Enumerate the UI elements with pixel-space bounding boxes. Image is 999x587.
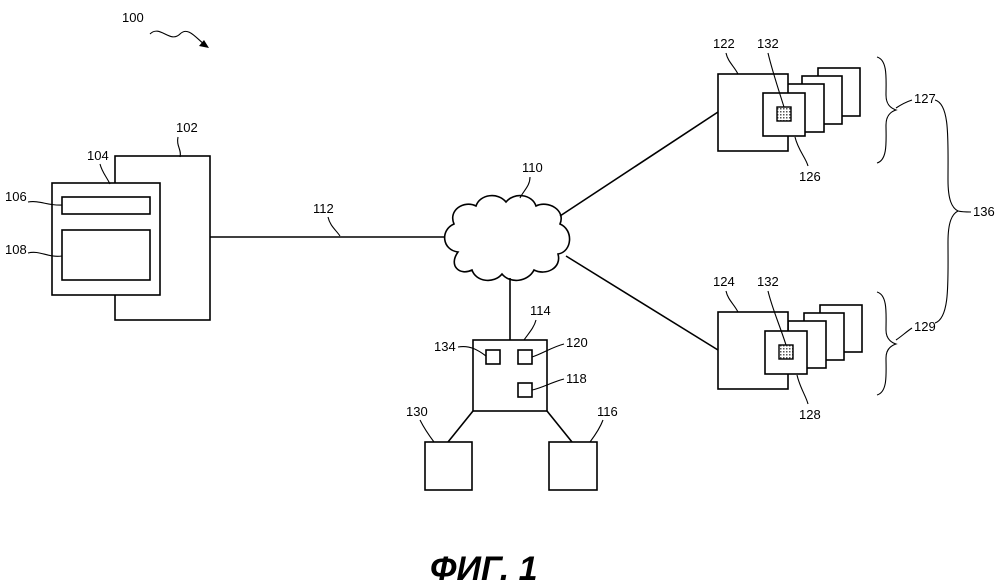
label-132-a: 132 <box>757 36 779 51</box>
device-116 <box>549 442 597 490</box>
element-108 <box>62 230 150 280</box>
element-106 <box>62 197 150 214</box>
label-102: 102 <box>176 120 198 135</box>
link-114-116 <box>547 411 572 442</box>
link-114-130 <box>448 411 473 442</box>
component-120 <box>518 350 532 364</box>
component-118 <box>518 383 532 397</box>
label-134: 134 <box>434 339 456 354</box>
squiggle-100 <box>150 31 205 45</box>
label-112: 112 <box>313 201 334 216</box>
label-124: 124 <box>713 274 735 289</box>
network-cloud-110 <box>445 196 570 281</box>
brace-127 <box>877 57 896 163</box>
label-100: 100 <box>122 10 144 25</box>
label-114: 114 <box>530 303 551 318</box>
chip-132-a <box>777 107 791 121</box>
figure-caption: ФИГ. 1 <box>430 550 538 587</box>
label-128: 128 <box>799 407 821 422</box>
label-129: 129 <box>914 319 936 334</box>
label-104: 104 <box>87 148 109 163</box>
chip-132-b <box>779 345 793 359</box>
device-130 <box>425 442 472 490</box>
label-136: 136 <box>973 204 995 219</box>
component-134 <box>486 350 500 364</box>
server-114 <box>473 340 547 411</box>
link-to-122 <box>560 112 718 216</box>
label-132-b: 132 <box>757 274 779 289</box>
label-110: 110 <box>522 160 543 175</box>
label-118: 118 <box>566 371 587 386</box>
brace-129 <box>877 292 896 395</box>
label-127: 127 <box>914 91 936 106</box>
label-120: 120 <box>566 335 588 350</box>
label-126: 126 <box>799 169 821 184</box>
brace-136 <box>935 100 958 323</box>
label-122: 122 <box>713 36 735 51</box>
label-116: 116 <box>597 404 618 419</box>
label-108: 108 <box>5 242 27 257</box>
label-130: 130 <box>406 404 428 419</box>
label-106: 106 <box>5 189 27 204</box>
link-to-124 <box>566 256 718 350</box>
